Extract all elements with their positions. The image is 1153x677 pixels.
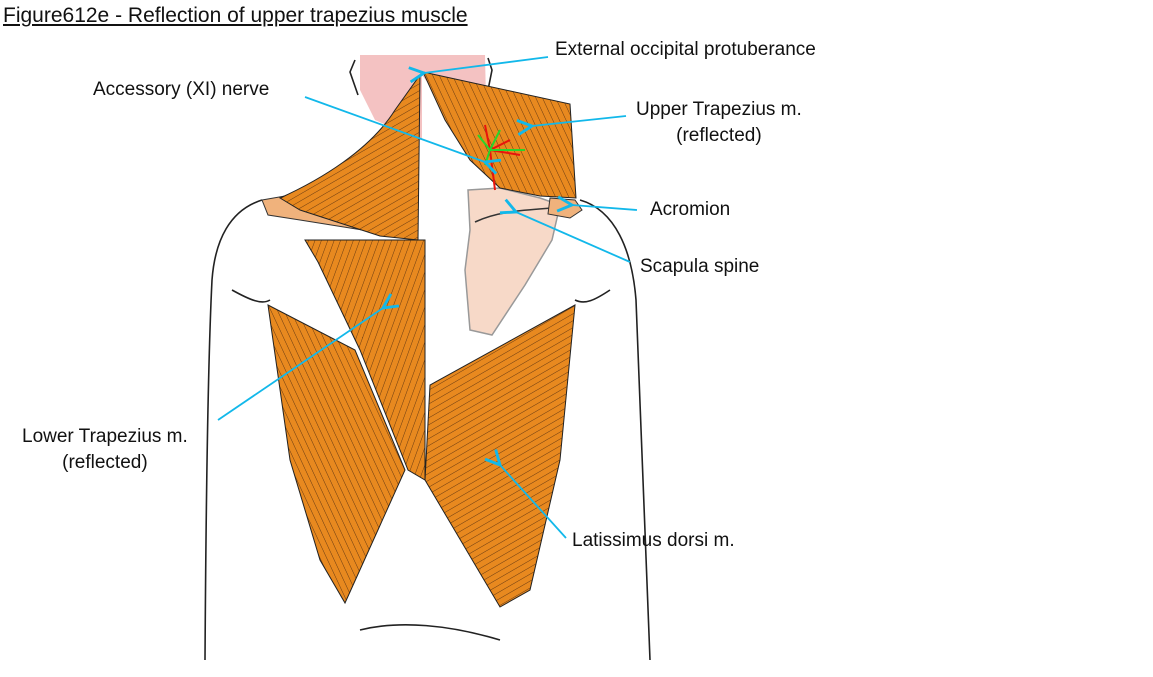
leader-scapula [516, 212, 631, 263]
scapula [464, 187, 561, 336]
label-line-2: (reflected) [676, 125, 762, 146]
label-external-occipital-protuberance: External occipital protuberance [555, 39, 816, 60]
accessory-nerve [477, 124, 525, 191]
body-outline [204, 57, 651, 661]
label-line-1: Upper Trapezius m. [636, 99, 802, 120]
label-upper-trapezius: Upper Trapezius m. (reflected) [636, 97, 802, 149]
upper-trapezius-left [278, 73, 421, 241]
leader-lat [500, 465, 567, 539]
leader-upper-trap [532, 115, 627, 126]
leader-nerve [304, 96, 485, 162]
leader-acromion [572, 205, 638, 210]
label-acromion: Acromion [650, 199, 731, 220]
label-lower-trapezius: Lower Trapezius m. (reflected) [22, 424, 188, 476]
upper-trapezius-reflected [422, 71, 577, 199]
label-latissimus-dorsi: Latissimus dorsi m. [572, 530, 735, 551]
label-accessory-nerve: Accessory (XI) nerve [93, 79, 270, 100]
leader-lines [217, 56, 638, 539]
acromion-right [547, 197, 583, 219]
label-scapula-spine: Scapula spine [640, 256, 760, 277]
leader-lower-trap [217, 308, 383, 421]
figure-title: Figure612e - Reflection of upper trapezi… [3, 4, 468, 27]
latissimus-dorsi-left [267, 304, 406, 605]
label-line-2: (reflected) [62, 452, 148, 473]
leader-occipital [424, 56, 549, 73]
label-line-1: Lower Trapezius m. [22, 426, 188, 447]
